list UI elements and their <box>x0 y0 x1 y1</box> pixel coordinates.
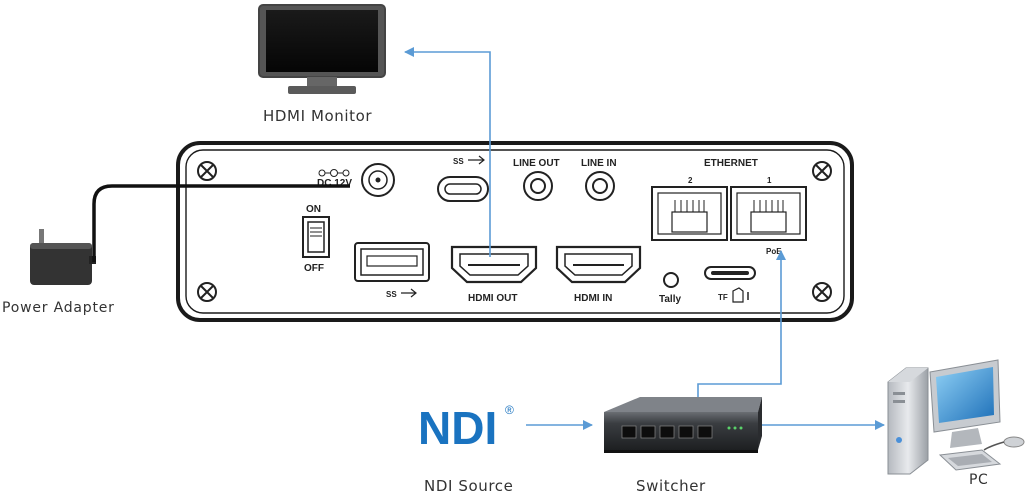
dc-power-jack <box>361 163 395 197</box>
usb-a-ss-label: SS <box>386 290 397 299</box>
usb-symbol-icon: SS <box>386 288 417 299</box>
hdmi-monitor-icon <box>258 4 386 94</box>
switcher-to-poe-line <box>697 250 786 402</box>
off-label: OFF <box>304 263 324 274</box>
eth-port-1-number: 1 <box>767 176 772 185</box>
line-in-jack[interactable] <box>585 171 615 201</box>
screw-icon <box>197 161 217 181</box>
dc-polarity-icon <box>318 169 350 177</box>
hdmi-in-port[interactable] <box>555 245 642 284</box>
hdmi-out-label: HDMI OUT <box>468 293 517 304</box>
ndi-source-label: NDI Source <box>424 477 514 495</box>
pc-label: PC <box>969 472 989 488</box>
sd-card-icon <box>732 287 744 303</box>
switcher-label: Switcher <box>636 477 706 495</box>
ndi-logo: NDI <box>418 402 497 454</box>
poe-label: PoE <box>766 247 782 256</box>
ndi-registered-mark: ® <box>505 403 514 417</box>
tf-label: TF <box>718 293 728 302</box>
power-adapter-icon <box>30 229 96 285</box>
ethernet-port-1[interactable] <box>730 186 807 241</box>
line-in-label: LINE IN <box>581 158 617 169</box>
hdmi-out-to-monitor-line <box>404 47 491 257</box>
pc-icon <box>887 359 1025 475</box>
ethernet-port-2[interactable] <box>651 186 728 241</box>
line-out-jack[interactable] <box>523 171 553 201</box>
hdmi-out-port[interactable] <box>450 245 538 284</box>
line-out-label: LINE OUT <box>513 158 560 169</box>
hdmi-in-label: HDMI IN <box>574 293 612 304</box>
tally-label: Tally <box>659 294 681 305</box>
hdmi-monitor-label: HDMI Monitor <box>263 107 373 125</box>
power-adapter-label: Power Adapter <box>2 300 115 316</box>
network-switch-icon <box>604 397 762 453</box>
usb-symbol-icon: SS <box>453 155 485 166</box>
screw-icon <box>812 161 832 181</box>
on-label: ON <box>306 204 321 215</box>
screw-icon <box>812 282 832 302</box>
dc-label: DC 12V <box>317 178 352 189</box>
power-switch[interactable] <box>302 216 330 258</box>
tally-led-icon <box>663 272 679 288</box>
usb-c-port[interactable] <box>437 176 489 202</box>
usb-a-port[interactable] <box>354 242 430 282</box>
screw-icon <box>197 282 217 302</box>
tf-card-slot[interactable] <box>704 266 756 280</box>
ethernet-label: ETHERNET <box>704 158 758 169</box>
eth-port-2-number: 2 <box>688 176 693 185</box>
usb-c-ss-label: SS <box>453 157 464 166</box>
power-cable <box>92 184 350 262</box>
